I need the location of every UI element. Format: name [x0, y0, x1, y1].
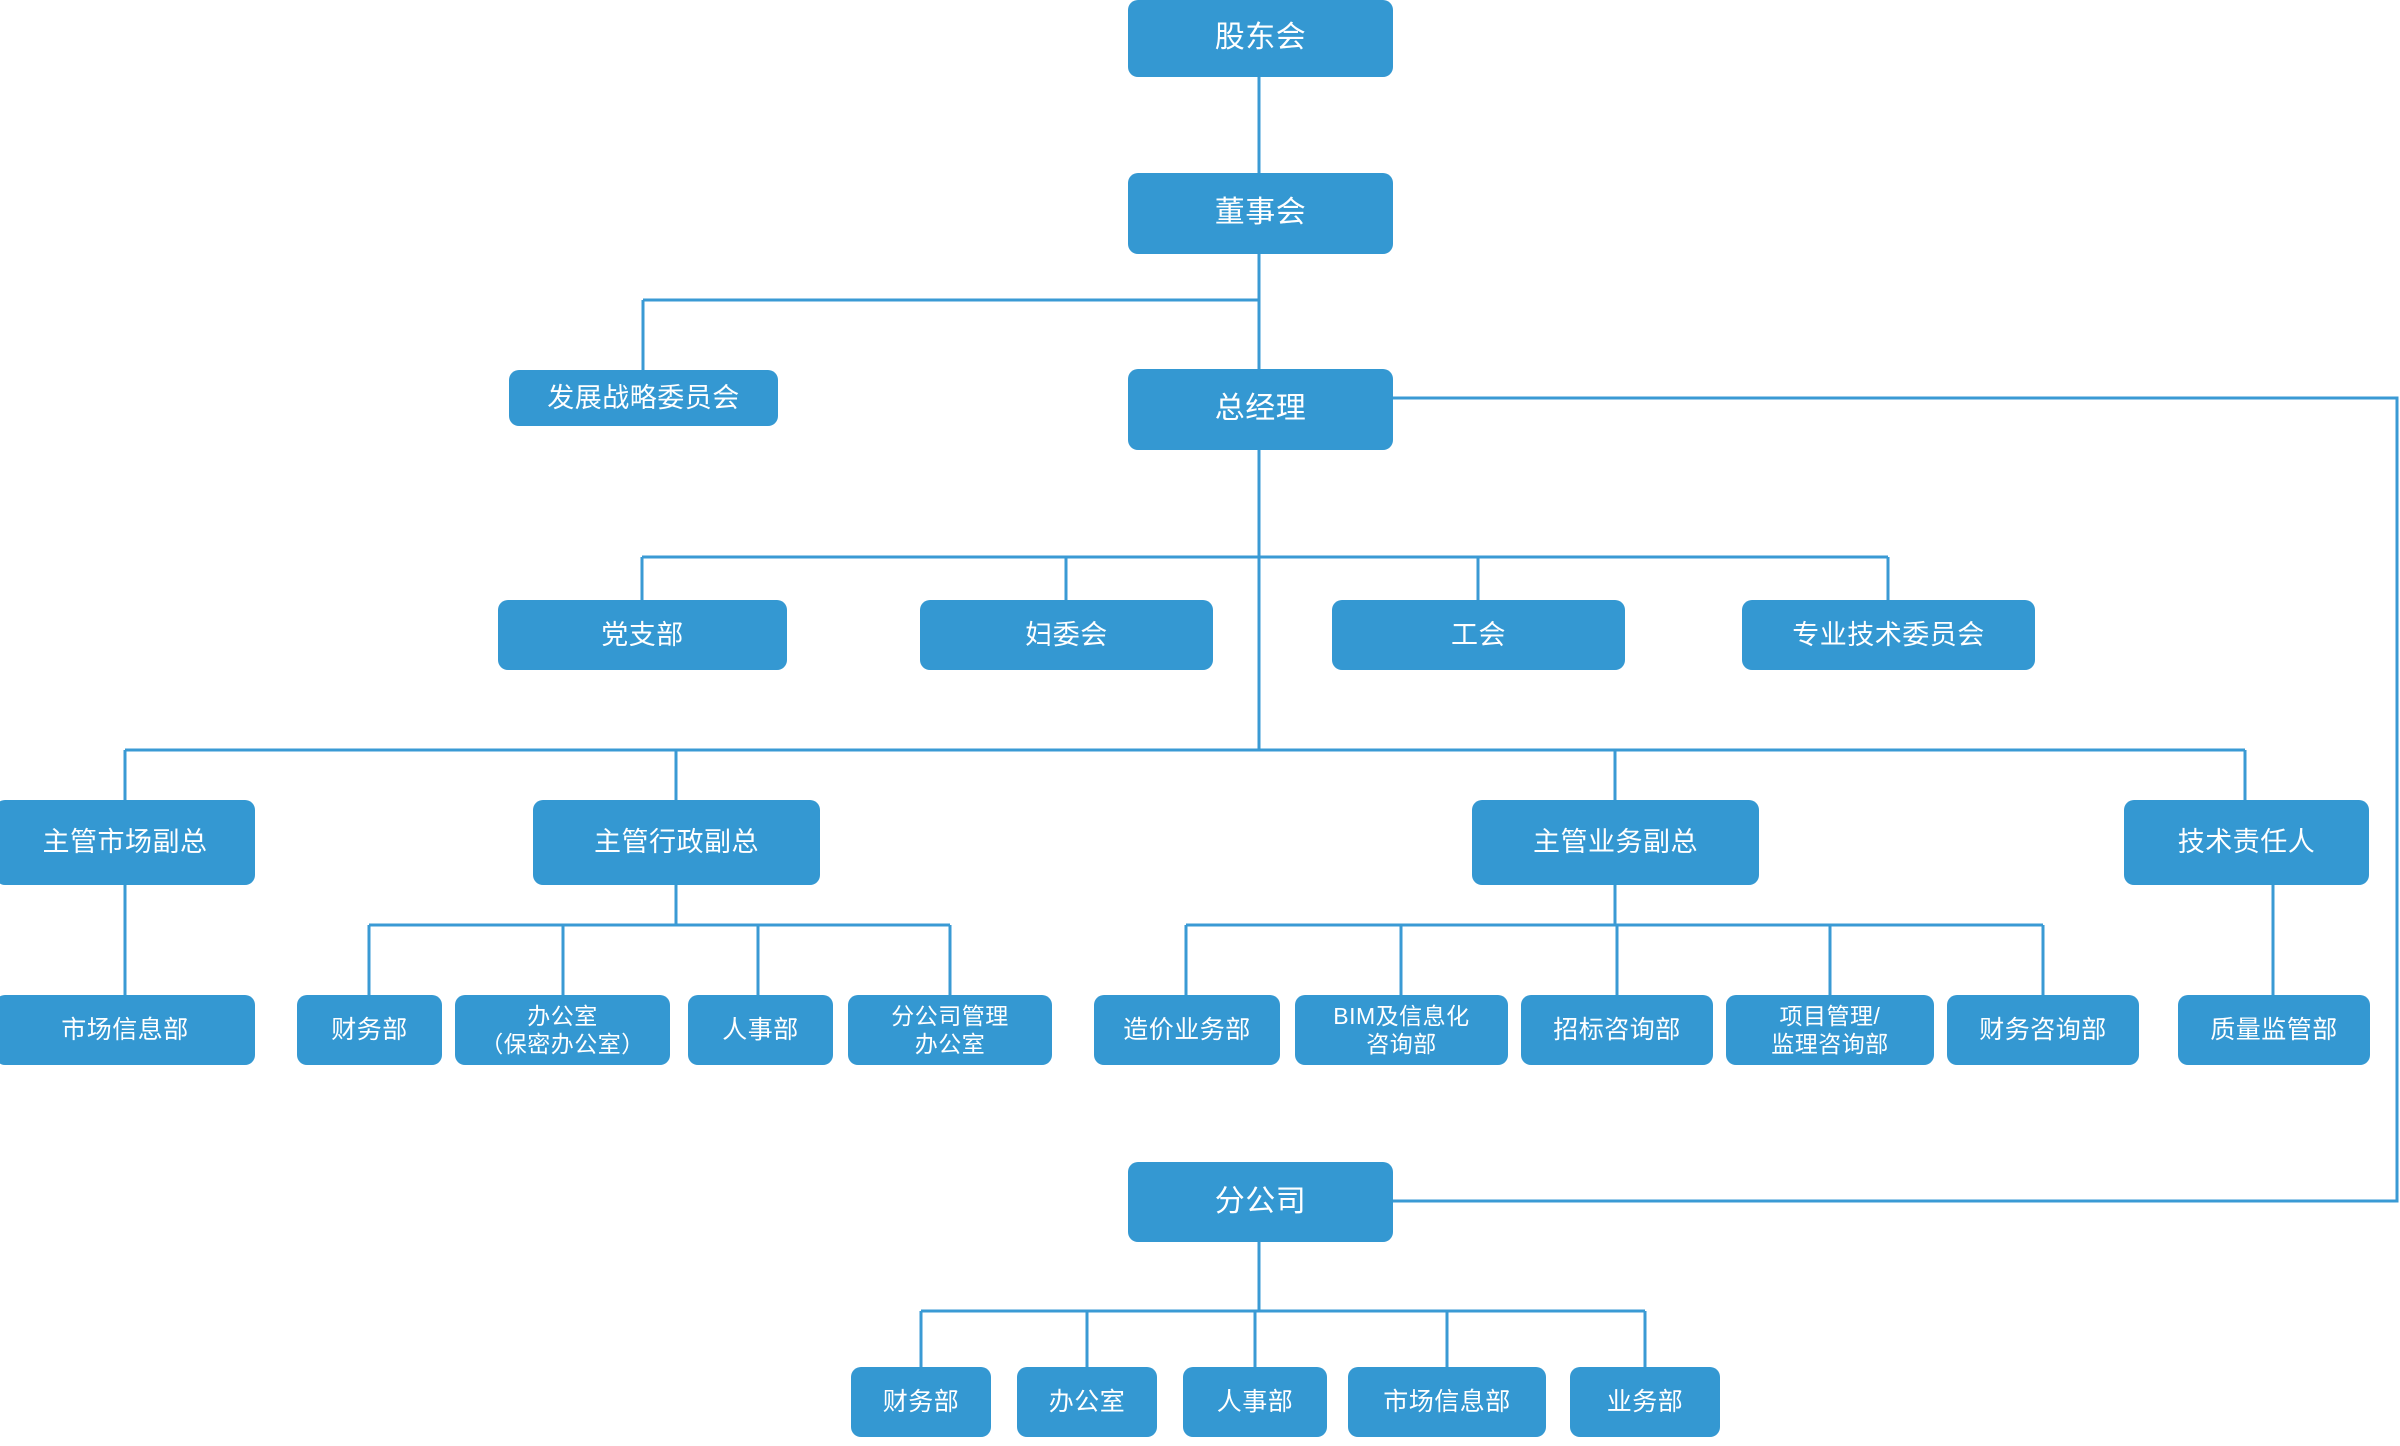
node-dept-hr[interactable]: 人事部 [688, 995, 833, 1065]
node-dev-strategy-committee[interactable]: 发展战略委员会 [509, 370, 778, 426]
node-dept-branch-mgmt-office[interactable]: 分公司管理 办公室 [848, 995, 1052, 1065]
node-dept-office[interactable]: 办公室 （保密办公室） [455, 995, 670, 1065]
node-vp-market[interactable]: 主管市场副总 [0, 800, 255, 885]
node-tech-director[interactable]: 技术责任人 [2124, 800, 2369, 885]
node-vp-admin[interactable]: 主管行政副总 [533, 800, 820, 885]
node-branch-business[interactable]: 业务部 [1570, 1367, 1720, 1437]
node-branch-hr[interactable]: 人事部 [1183, 1367, 1327, 1437]
node-dept-finance[interactable]: 财务部 [297, 995, 442, 1065]
node-branch-market-info[interactable]: 市场信息部 [1348, 1367, 1546, 1437]
node-women-committee[interactable]: 妇委会 [920, 600, 1213, 670]
node-board[interactable]: 董事会 [1128, 173, 1393, 254]
node-dept-pm-supervision[interactable]: 项目管理/ 监理咨询部 [1726, 995, 1934, 1065]
node-dept-finance-consult[interactable]: 财务咨询部 [1947, 995, 2139, 1065]
node-general-manager[interactable]: 总经理 [1128, 369, 1393, 450]
node-branch-finance[interactable]: 财务部 [851, 1367, 991, 1437]
node-branch-office[interactable]: 办公室 [1017, 1367, 1157, 1437]
node-dept-cost-business[interactable]: 造价业务部 [1094, 995, 1280, 1065]
node-vp-business[interactable]: 主管业务副总 [1472, 800, 1759, 885]
node-dept-market-info[interactable]: 市场信息部 [0, 995, 255, 1065]
node-dept-bim-info[interactable]: BIM及信息化 咨询部 [1295, 995, 1508, 1065]
node-dept-quality-supervision[interactable]: 质量监管部 [2178, 995, 2370, 1065]
node-party-branch[interactable]: 党支部 [498, 600, 787, 670]
node-branch-company[interactable]: 分公司 [1128, 1162, 1393, 1242]
node-labor-union[interactable]: 工会 [1332, 600, 1625, 670]
node-shareholders[interactable]: 股东会 [1128, 0, 1393, 77]
node-dept-bidding[interactable]: 招标咨询部 [1521, 995, 1713, 1065]
node-tech-committee[interactable]: 专业技术委员会 [1742, 600, 2035, 670]
